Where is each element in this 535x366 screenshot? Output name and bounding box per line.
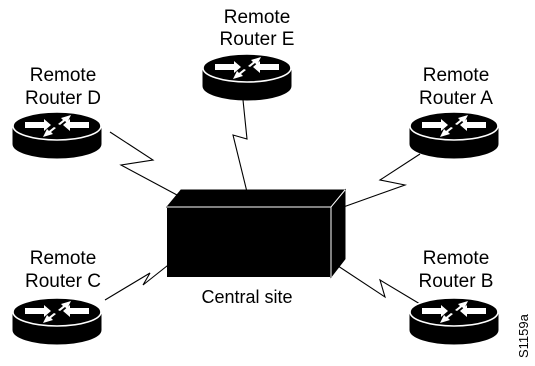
- central-site-box: [165, 188, 347, 279]
- router-d-label-line2: Router D: [25, 88, 101, 109]
- router-e: Remote Router E: [202, 7, 295, 101]
- central-site-label: Central site: [201, 287, 292, 307]
- router-e-label-line2: Router E: [220, 29, 295, 50]
- router-d-label-line1: Remote: [30, 65, 97, 86]
- router-e-icon: [202, 53, 292, 101]
- link-router-d: [109, 131, 178, 196]
- router-c-label-line1: Remote: [30, 248, 97, 269]
- link-router-c: [104, 261, 173, 301]
- router-b-label-line2: Router B: [419, 271, 494, 292]
- router-a-label-line2: Router A: [419, 88, 493, 109]
- router-a-label-line1: Remote: [423, 65, 490, 86]
- router-c: Remote Router C: [12, 248, 102, 345]
- router-d: Remote Router D: [12, 65, 102, 159]
- router-c-label-line2: Router C: [25, 271, 101, 292]
- figure-id: S1159a: [516, 313, 531, 358]
- router-c-icon: [12, 297, 102, 345]
- router-d-icon: [12, 111, 102, 159]
- router-b-icon: [409, 297, 499, 345]
- link-router-a: [334, 153, 421, 211]
- router-e-label-line1: Remote: [224, 7, 291, 28]
- router-b-label-line1: Remote: [423, 248, 490, 269]
- router-a: Remote Router A: [409, 65, 499, 159]
- router-a-icon: [409, 111, 499, 159]
- router-b: Remote Router B: [409, 248, 499, 345]
- link-router-e: [232, 99, 248, 193]
- link-router-b: [331, 261, 421, 305]
